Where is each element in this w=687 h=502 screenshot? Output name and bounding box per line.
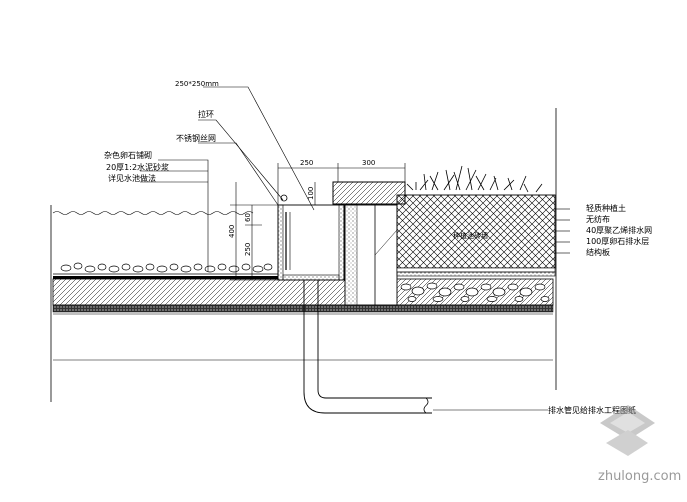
- drain-box: [277, 194, 345, 281]
- plant-foliage: [406, 165, 543, 193]
- label-drain-layer: 40厚聚乙烯排水网: [586, 225, 652, 235]
- label-stainless-grate: 不锈钢丝网: [176, 133, 216, 143]
- label-structure: 结构板: [586, 247, 610, 257]
- dim-60: 60: [244, 213, 252, 222]
- water-surface: [52, 211, 254, 215]
- pond-pebbles: [60, 262, 273, 273]
- label-handle: 拉环: [198, 109, 214, 119]
- dimension-lines: [230, 163, 406, 281]
- waterproof-layer: [53, 276, 300, 279]
- dim-300: 300: [362, 159, 375, 167]
- label-mortar-layer: 20厚1:2水泥砂浆: [106, 162, 169, 172]
- watermark-logo: [600, 405, 655, 456]
- dim-250-vertical: 250: [244, 243, 252, 256]
- label-waterproof-ref: 详见水池做法: [108, 173, 156, 183]
- planter-wall: [332, 181, 406, 306]
- label-pipe-note: 排水管见给排水工程图纸: [548, 405, 636, 415]
- dim-100: 100: [307, 187, 315, 200]
- planter-gravel: [400, 282, 550, 302]
- label-wall-fill: 种植池砖墙: [453, 231, 488, 240]
- label-top-size: 250*250mm: [175, 80, 219, 88]
- planter-soil: [396, 194, 556, 277]
- label-filter-cloth: 无纺布: [586, 214, 610, 224]
- base-layer: [52, 304, 554, 313]
- dim-400: 400: [228, 225, 236, 238]
- label-gravel-layer: 杂色卵石铺砌: [104, 150, 152, 160]
- watermark-text: zhulong.com: [598, 469, 681, 484]
- leader-lines: [140, 86, 570, 411]
- label-soil-mix: 轻质种植土: [586, 203, 626, 213]
- label-gravel-drain: 100厚卵石排水层: [586, 236, 649, 246]
- drain-pipe: [303, 280, 432, 414]
- dim-250: 250: [300, 159, 313, 167]
